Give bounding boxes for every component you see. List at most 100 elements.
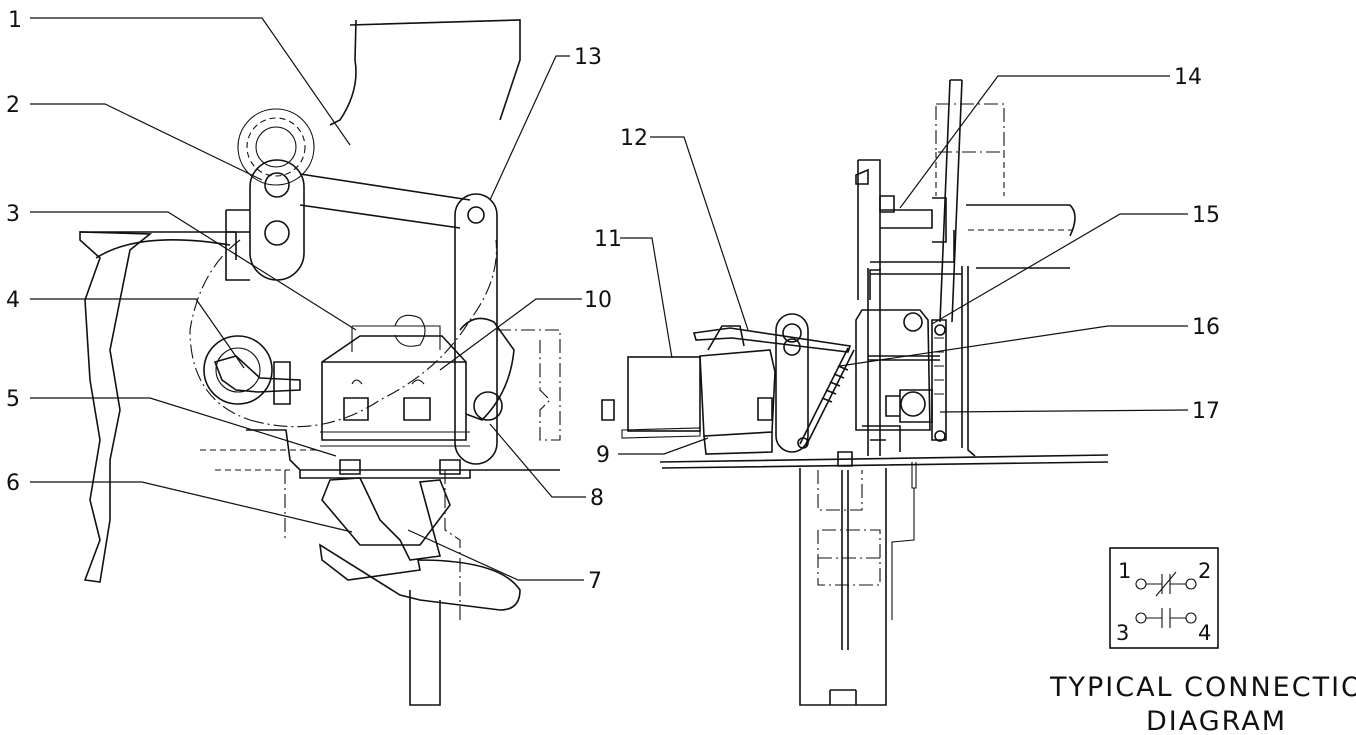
connection-diagram: 1 2 3 4 TYPICAL CONNECTION DIAGRAM	[1049, 547, 1356, 735]
tall-guide	[939, 79, 963, 323]
callout-2: 2	[6, 93, 20, 118]
terminal-2-label: 2	[1198, 559, 1211, 583]
link-hole-bottom	[264, 220, 290, 246]
leader-12	[650, 136, 749, 331]
callout-14: 14	[1174, 65, 1202, 90]
callout-8: 8	[590, 486, 604, 511]
leader-11	[620, 237, 673, 359]
connecting-rod	[299, 173, 471, 229]
callout-6: 6	[6, 471, 20, 496]
bracket-9	[699, 349, 776, 437]
switch-body-details	[351, 314, 441, 352]
terminal-4-label: 4	[1198, 621, 1211, 645]
connection-diagram-caption-2: DIAGRAM	[1146, 706, 1287, 735]
vertical-link	[454, 193, 498, 465]
leader-6	[30, 481, 353, 533]
lower-wire	[891, 462, 917, 620]
terminal-1-label: 1	[1118, 559, 1131, 583]
right-base-plate	[621, 427, 701, 439]
mount-screw-left	[339, 459, 361, 475]
switch-body	[321, 335, 467, 441]
right-view	[601, 79, 1109, 706]
mid-bolt-bottom	[900, 391, 926, 417]
leader-16	[839, 325, 1188, 367]
base-centerline	[200, 449, 320, 471]
side-spring-pin-top	[934, 324, 946, 336]
spring-rod	[799, 347, 855, 447]
top-pivot-inner	[255, 126, 297, 168]
callout-16: 16	[1192, 315, 1220, 340]
leader-17	[939, 409, 1189, 413]
switch-contacts	[351, 379, 425, 385]
side-spring	[931, 319, 947, 441]
nc-contact	[1146, 571, 1186, 597]
link-plate-right	[775, 313, 809, 453]
leader-15	[931, 213, 1188, 325]
shaft-bolt	[273, 361, 291, 405]
callout-9: 9	[596, 443, 610, 468]
link-hole-top	[264, 172, 290, 198]
leader-7	[407, 529, 584, 581]
leader-9	[618, 437, 709, 455]
lower-column-ghost	[817, 470, 881, 586]
link-right-hole-2	[783, 338, 801, 356]
no-contact	[1146, 608, 1186, 628]
ghost-guide-right	[497, 329, 561, 441]
top-pivot-outer	[237, 108, 315, 186]
upper-tube	[966, 204, 1076, 269]
right-base	[659, 454, 1109, 469]
side-spring-coils	[934, 337, 944, 395]
left-frame-outline	[79, 19, 521, 583]
frame-left-edge	[80, 231, 250, 259]
ghost-lever-path	[189, 239, 498, 428]
spring-coils	[821, 365, 849, 403]
leader-10	[439, 298, 582, 371]
lower-screw	[837, 451, 853, 467]
vertical-link-pin	[467, 206, 485, 224]
callout-7: 7	[588, 569, 602, 594]
lower-rod	[841, 470, 849, 650]
link-right-hole-top	[782, 323, 802, 343]
callout-10: 10	[584, 288, 612, 313]
roller-arm	[459, 317, 515, 421]
side-spring-pin-bottom	[934, 430, 946, 442]
leader-14	[899, 75, 1170, 209]
leader-8	[489, 423, 586, 498]
arm-12	[692, 327, 852, 353]
leader-4	[30, 298, 245, 369]
shaft-outer	[203, 335, 273, 405]
mid-bolt-top	[903, 312, 923, 332]
callout-1: 1	[8, 8, 22, 33]
terminal-4	[1185, 612, 1197, 624]
leader-lines	[30, 17, 1189, 581]
callout-4: 4	[6, 288, 20, 313]
lower-column	[799, 468, 887, 706]
base-plate	[246, 429, 560, 479]
right-frame-plate	[961, 266, 976, 457]
upper-bend	[870, 230, 962, 275]
lower-operator	[321, 477, 451, 561]
top-pivot-ghost	[246, 117, 306, 177]
lower-ghost	[284, 470, 461, 620]
shaft-crank	[213, 355, 301, 393]
switch-terminals	[343, 397, 431, 421]
bracket-9-channel	[703, 432, 773, 455]
upper-studs	[855, 168, 895, 213]
callout-13: 13	[574, 45, 602, 70]
spring-pin	[797, 437, 809, 449]
callout-11: 11	[594, 227, 622, 252]
leader-5	[30, 397, 337, 457]
callout-5: 5	[6, 387, 20, 412]
lower-shaft	[409, 590, 441, 706]
mount-screw-right	[439, 459, 461, 475]
terminal-3	[1135, 612, 1147, 624]
mid-lower-bracket	[862, 425, 901, 452]
callout-3: 3	[6, 202, 20, 227]
bracket-left	[225, 209, 250, 281]
upper-hanger	[857, 159, 881, 300]
mid-housing	[855, 309, 931, 431]
center-column	[867, 300, 940, 456]
base-plate-holes	[320, 431, 470, 447]
